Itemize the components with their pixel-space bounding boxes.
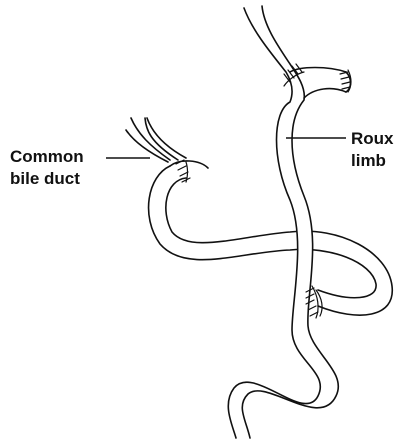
label-common-bile-duct-line-2: bile duct (10, 168, 84, 190)
label-common-bile-duct-line-1: Common (10, 146, 84, 168)
common-bile-duct (126, 118, 186, 162)
label-roux-limb-line-2: limb (351, 150, 394, 172)
label-common-bile-duct: Common bile duct (10, 146, 84, 190)
biliary-limb (143, 160, 392, 315)
label-roux-limb: Roux limb (351, 128, 394, 172)
suture-lines (176, 64, 351, 318)
label-roux-limb-line-1: Roux (351, 128, 394, 150)
